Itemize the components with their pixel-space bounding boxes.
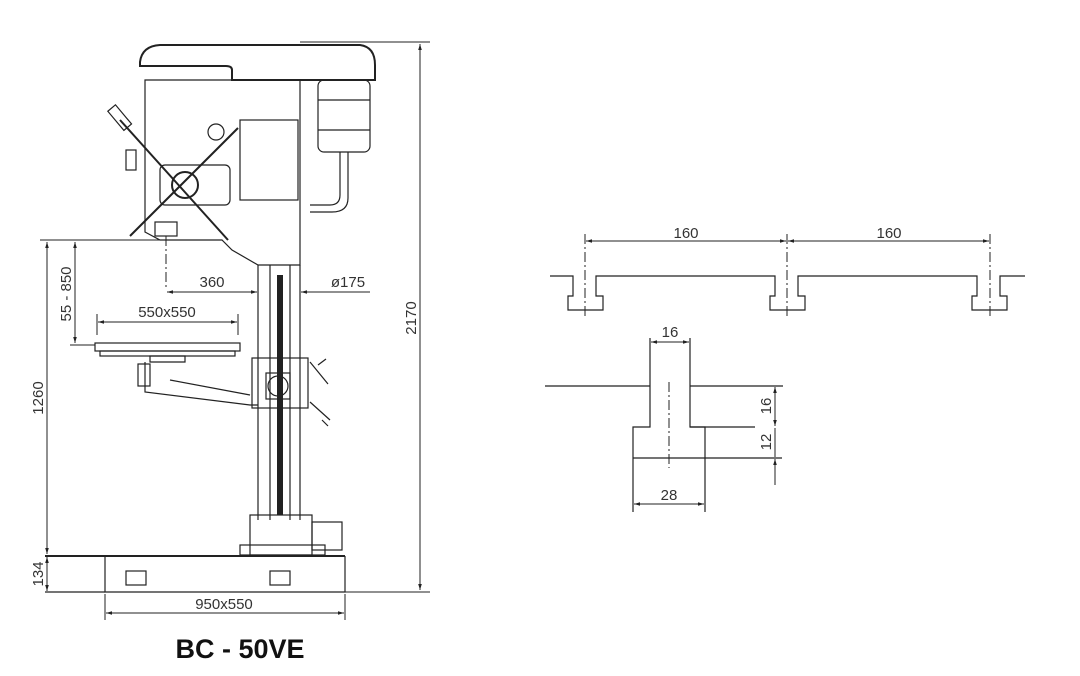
dim-table-size: 550x550 — [138, 304, 196, 321]
spindle-nose — [154, 221, 178, 237]
dim-spindle-table-range: 55 - 850 — [58, 266, 75, 321]
column — [257, 265, 301, 520]
dim-table-height: 1260 — [30, 381, 47, 414]
dim-throat-depth: 360 — [199, 274, 224, 291]
base — [45, 555, 346, 593]
coolant-pump — [311, 521, 343, 551]
dim-slot-neck-depth: 16 — [758, 398, 775, 415]
t-slot-detail: 16 28 16 12 — [545, 324, 783, 512]
dim-base-size: 950x550 — [195, 596, 253, 613]
dim-slot-head-depth: 12 — [758, 434, 775, 451]
column-collar — [249, 514, 313, 556]
dim-slot-width: 16 — [662, 324, 679, 341]
depth-knob — [207, 123, 225, 141]
head-panel — [239, 119, 299, 201]
drill-press-side-view — [45, 44, 376, 593]
table-slot-profile: 160 160 — [550, 225, 1025, 318]
feed-handwheel — [106, 103, 239, 241]
dim-slot-head-width: 28 — [661, 487, 678, 504]
motor — [310, 79, 371, 213]
head-cover — [139, 44, 376, 81]
machine-dimensions: 2170 1260 134 55 - 850 550x550 360 ø175 … — [30, 41, 430, 620]
gear-cover — [159, 164, 231, 206]
dim-base-height: 134 — [30, 561, 47, 586]
model-title: BC - 50VE — [175, 634, 304, 664]
work-table — [94, 342, 331, 427]
dim-column-diameter: ø175 — [331, 274, 365, 291]
dim-slot-spacing-1: 160 — [673, 225, 698, 242]
dim-slot-spacing-2: 160 — [876, 225, 901, 242]
dim-total-height: 2170 — [403, 301, 420, 334]
head-body — [144, 79, 301, 266]
